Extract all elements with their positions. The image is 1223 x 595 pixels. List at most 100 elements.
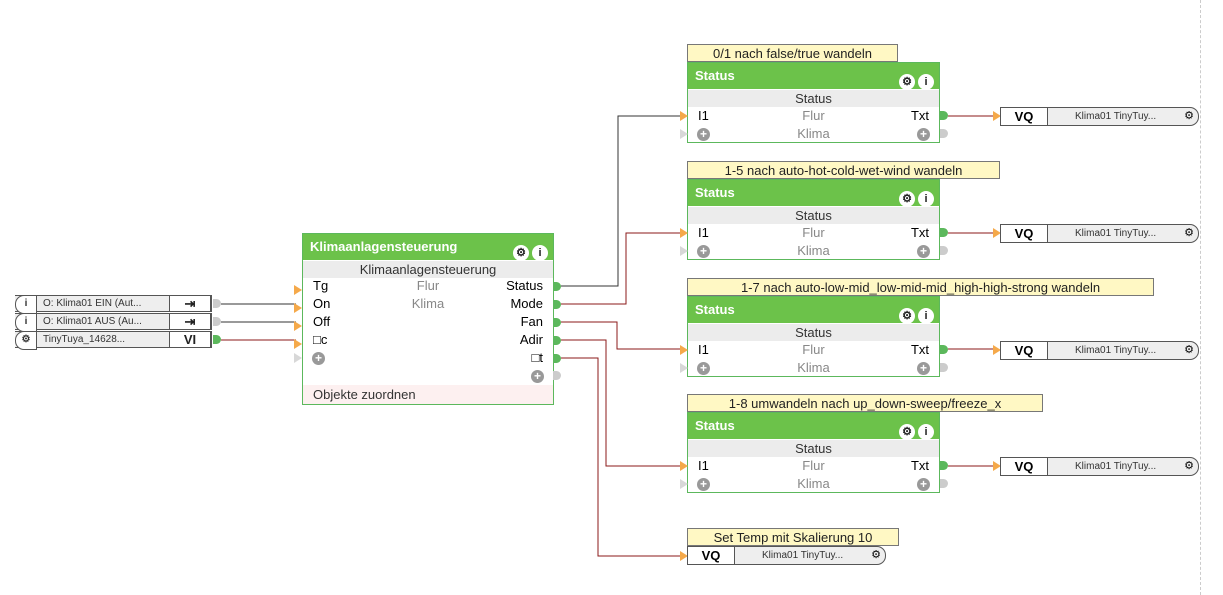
block-title: Status xyxy=(695,418,735,433)
input-pin-empty[interactable] xyxy=(294,353,302,363)
vq-input-pin[interactable] xyxy=(680,551,688,561)
info-icon[interactable]: i xyxy=(15,295,37,314)
input-pin-empty[interactable] xyxy=(680,129,688,139)
output-label: Txt xyxy=(910,458,929,473)
output-pin[interactable] xyxy=(940,111,948,120)
input-pin-empty[interactable] xyxy=(680,363,688,373)
info-icon[interactable]: i xyxy=(918,74,934,90)
vq-object[interactable]: VQ Klima01 TinyTuy... ⚙ xyxy=(1000,107,1199,126)
gear-icon[interactable]: ⚙ xyxy=(1184,110,1194,122)
block-klimaanlagensteuerung[interactable]: Klimaanlagensteuerung ⚙i Klimaanlagenste… xyxy=(302,233,554,405)
block-title: Status xyxy=(695,68,735,83)
vq-label: VQ xyxy=(1001,342,1048,359)
block-room: Flur xyxy=(802,225,825,240)
vq-label: VQ xyxy=(688,547,735,564)
vq-set-temp[interactable]: VQ Klima01 TinyTuy... ⚙ xyxy=(687,546,886,565)
block-comment[interactable]: 0/1 nach false/true wandeln xyxy=(687,44,898,62)
gear-icon[interactable]: ⚙ xyxy=(899,424,915,440)
block-status[interactable]: Status ⚙i Status I1 Flur Txt Klima + + xyxy=(687,62,940,143)
input-label: I1 xyxy=(698,225,709,240)
block-title: Status xyxy=(695,185,735,200)
block-status[interactable]: Status ⚙i Status I1 Flur Txt Klima + + xyxy=(687,179,940,260)
output-pin[interactable] xyxy=(940,461,948,470)
input-label: On xyxy=(313,296,331,311)
output-pin[interactable] xyxy=(553,318,561,327)
vq-object[interactable]: VQ Klima01 TinyTuy... ⚙ xyxy=(1000,457,1199,476)
add-input-icon[interactable]: + xyxy=(697,245,710,258)
gear-icon[interactable]: ⚙ xyxy=(899,191,915,207)
add-input-icon[interactable]: + xyxy=(312,352,325,365)
output-pin[interactable] xyxy=(213,317,221,326)
output-pin[interactable] xyxy=(213,335,221,344)
output-label: Txt xyxy=(910,108,929,123)
add-output-icon[interactable]: + xyxy=(917,478,930,491)
block-status[interactable]: Status ⚙i Status I1 Flur Txt Klima + + xyxy=(687,296,940,377)
output-pin-empty[interactable] xyxy=(940,129,948,138)
output-pin-empty[interactable] xyxy=(940,246,948,255)
output-pin-empty[interactable] xyxy=(940,479,948,488)
vq-input-pin[interactable] xyxy=(993,111,1001,121)
output-pin[interactable] xyxy=(940,228,948,237)
gear-icon[interactable]: ⚙ xyxy=(871,549,881,561)
gear-icon[interactable]: ⚙ xyxy=(1184,344,1194,356)
gear-icon[interactable]: ⚙ xyxy=(1184,460,1194,472)
add-output-icon[interactable]: + xyxy=(531,370,544,383)
input-label: I1 xyxy=(698,458,709,473)
gear-icon[interactable]: ⚙ xyxy=(513,245,529,261)
vq-text: Klima01 TinyTuy... xyxy=(1075,228,1157,239)
input-label: □c xyxy=(313,332,328,347)
gear-icon[interactable]: ⚙ xyxy=(1184,227,1194,239)
input-object[interactable]: i O: Klima01 EIN (Aut... ⇥ xyxy=(15,295,212,314)
output-pin-empty[interactable] xyxy=(553,371,561,380)
input-object[interactable]: i O: Klima01 AUS (Au... ⇥ xyxy=(15,313,212,332)
add-output-icon[interactable]: + xyxy=(917,128,930,141)
input-pin-empty[interactable] xyxy=(680,479,688,489)
wire-adir xyxy=(561,339,681,467)
output-pin-empty[interactable] xyxy=(940,363,948,372)
info-icon[interactable]: i xyxy=(918,191,934,207)
gear-icon[interactable]: ⚙ xyxy=(899,74,915,90)
vq-input-pin[interactable] xyxy=(993,228,1001,238)
input-pin[interactable] xyxy=(680,228,688,238)
input-pin[interactable] xyxy=(680,461,688,471)
output-pin[interactable] xyxy=(940,345,948,354)
block-room: Flur xyxy=(416,278,440,293)
info-icon[interactable]: i xyxy=(15,313,37,332)
add-input-icon[interactable]: + xyxy=(697,478,710,491)
input-pin[interactable] xyxy=(294,321,302,331)
input-pin[interactable] xyxy=(680,111,688,121)
input-object[interactable]: ⚙ TinyTuya_14628... VI xyxy=(15,331,212,350)
input-pin[interactable] xyxy=(680,345,688,355)
info-icon[interactable]: i xyxy=(918,424,934,440)
input-pin-empty[interactable] xyxy=(680,246,688,256)
block-category: Klima xyxy=(797,476,830,491)
info-icon[interactable]: i xyxy=(918,308,934,324)
output-pin[interactable] xyxy=(553,336,561,345)
vq-text: Klima01 TinyTuy... xyxy=(1075,345,1157,356)
vq-object[interactable]: VQ Klima01 TinyTuy... ⚙ xyxy=(1000,224,1199,243)
add-input-icon[interactable]: + xyxy=(697,128,710,141)
comment-set-temp[interactable]: Set Temp mit Skalierung 10 xyxy=(687,528,899,546)
input-pin[interactable] xyxy=(294,285,302,295)
add-output-icon[interactable]: + xyxy=(917,362,930,375)
gear-icon[interactable]: ⚙ xyxy=(15,331,37,350)
add-input-icon[interactable]: + xyxy=(697,362,710,375)
input-pin[interactable] xyxy=(294,339,302,349)
output-pin[interactable] xyxy=(553,282,561,291)
assign-objects-link[interactable]: Objekte zuordnen xyxy=(303,385,553,404)
block-status[interactable]: Status ⚙i Status I1 Flur Txt Klima + + xyxy=(687,412,940,493)
vq-input-pin[interactable] xyxy=(993,461,1001,471)
vq-object[interactable]: VQ Klima01 TinyTuy... ⚙ xyxy=(1000,341,1199,360)
info-icon[interactable]: i xyxy=(532,245,548,261)
input-pin[interactable] xyxy=(294,303,302,313)
block-comment[interactable]: 1-7 nach auto-low-mid_low-mid-mid_high-h… xyxy=(687,278,1154,296)
output-pin[interactable] xyxy=(213,299,221,308)
block-comment[interactable]: 1-8 umwandeln nach up_down-sweep/freeze_… xyxy=(687,394,1043,412)
gear-icon[interactable]: ⚙ xyxy=(899,308,915,324)
add-output-icon[interactable]: + xyxy=(917,245,930,258)
canvas-scrollbar[interactable] xyxy=(1200,0,1201,595)
output-pin[interactable] xyxy=(553,354,561,363)
output-pin[interactable] xyxy=(553,300,561,309)
vq-input-pin[interactable] xyxy=(993,345,1001,355)
block-comment[interactable]: 1-5 nach auto-hot-cold-wet-wind wandeln xyxy=(687,161,1000,179)
